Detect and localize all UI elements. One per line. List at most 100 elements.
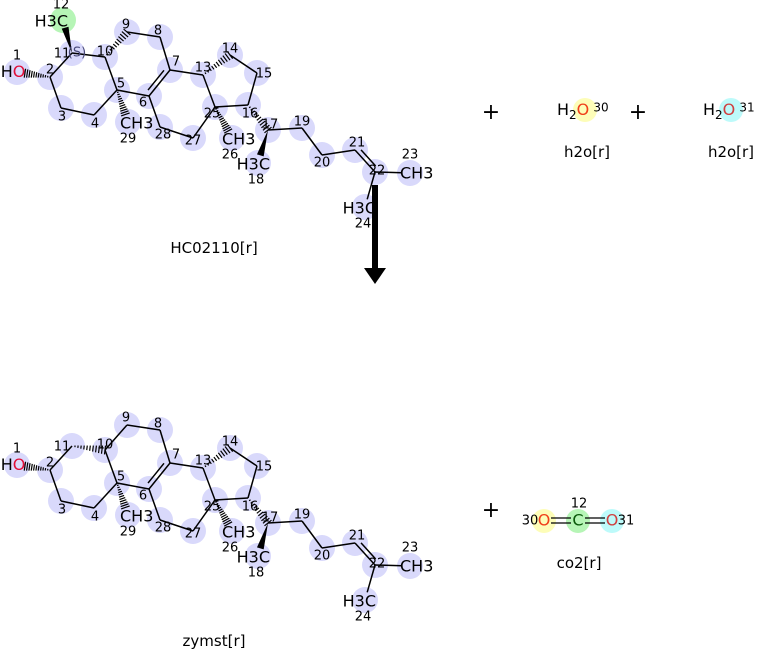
atom-highlight	[245, 543, 271, 569]
double-bond-line	[147, 69, 165, 91]
product-co2: O C O 30 12 31 co2[r]	[522, 497, 635, 573]
atom-symbol: O	[577, 100, 590, 119]
atom-number: 15	[256, 460, 273, 475]
single-bond	[104, 424, 128, 451]
atom-number: 25	[204, 500, 221, 515]
atom-highlight	[4, 59, 30, 85]
atom-number: 15	[256, 67, 273, 82]
atom-symbol: H	[557, 100, 569, 119]
single-bond	[93, 89, 118, 116]
double-bond-line	[360, 149, 377, 167]
atom-number: 10	[97, 438, 114, 453]
atom-highlight	[219, 518, 245, 544]
single-bond	[71, 52, 106, 58]
atom-number: 21	[349, 529, 366, 544]
product-name-zymst: zymst[r]	[183, 632, 246, 650]
methyl-group: H3C	[35, 12, 68, 31]
solid-wedge-bond	[256, 523, 268, 550]
atom-number: 20	[314, 156, 331, 171]
atom-number: 6	[139, 96, 147, 111]
single-bond	[354, 542, 376, 566]
single-bond	[267, 520, 303, 524]
single-bond	[148, 462, 171, 490]
single-bond	[116, 89, 150, 97]
atom-number: 14	[222, 435, 239, 450]
atom-number: 30	[593, 101, 608, 115]
single-bond	[49, 76, 62, 109]
atom-number: 5	[117, 470, 125, 485]
double-bond-line	[147, 462, 165, 484]
atom-highlight	[566, 509, 590, 533]
single-bond	[104, 56, 118, 91]
atom-number: 23	[402, 148, 419, 163]
single-bond	[159, 429, 171, 464]
reactant-name-h2o: h2o[r]	[564, 143, 610, 161]
hashed-wedge-bond	[116, 91, 130, 117]
atom-highlight	[352, 587, 378, 613]
hashed-wedge-bond	[204, 444, 234, 468]
methyl-group: H3C	[237, 155, 270, 174]
atom-number: 17	[262, 511, 279, 526]
water-formula: H2O	[557, 100, 589, 122]
atom-number: 13	[195, 454, 212, 469]
plus-sign: +	[482, 100, 500, 125]
carbon-atom: C	[572, 511, 583, 530]
single-bond	[366, 564, 376, 593]
single-bond	[169, 462, 204, 469]
atom-number: 29	[120, 132, 137, 147]
single-bond	[202, 467, 216, 501]
atom-number: 17	[262, 118, 279, 133]
single-bond	[247, 72, 258, 106]
atom-number: 6	[139, 489, 147, 504]
atom-number: 25	[204, 107, 221, 122]
atom-highlight	[245, 150, 271, 176]
single-bond	[354, 149, 376, 173]
oxygen-atom: O	[606, 511, 619, 530]
single-bond	[229, 447, 258, 467]
reactant-name-hc02110: HC02110[r]	[170, 239, 257, 257]
atom-number: 20	[314, 549, 331, 564]
atom-number: 24	[355, 217, 372, 232]
atom-number: 28	[155, 521, 172, 536]
single-bond	[60, 107, 95, 116]
atom-number: 16	[242, 500, 259, 515]
reactant-name-h2o: h2o[r]	[708, 143, 754, 161]
plus-sign: +	[482, 498, 500, 523]
atom-highlight	[50, 7, 76, 33]
atom-highlight	[397, 160, 423, 186]
atom-symbol: O	[13, 455, 26, 474]
subscript: 2	[569, 108, 577, 122]
hydroxyl-group: HO	[1, 62, 26, 81]
reactant-water-2: H2O 31 h2o[r]	[703, 98, 755, 161]
atom-number: 8	[154, 24, 162, 39]
atom-symbol: H	[1, 62, 13, 81]
single-bond	[366, 171, 376, 200]
double-bond	[551, 517, 605, 524]
single-bond	[159, 519, 194, 532]
stereo-label: (S)	[68, 46, 86, 61]
solid-wedge-bond	[256, 130, 268, 157]
atom-number: 19	[294, 508, 311, 523]
single-bond	[169, 69, 204, 76]
bonds	[23, 26, 403, 200]
atom-number: 10	[97, 45, 114, 60]
atom-number: 3	[58, 503, 66, 518]
atom-symbol: O	[723, 100, 736, 119]
atom-number: 31	[739, 101, 754, 115]
atom-number: 18	[248, 173, 265, 188]
single-bond	[192, 499, 216, 532]
atom-number: 27	[185, 527, 202, 542]
single-bond	[247, 465, 258, 499]
single-bond	[159, 36, 171, 71]
single-bond	[148, 488, 161, 521]
hashed-wedge-bond	[248, 499, 272, 527]
single-bond	[301, 520, 323, 549]
product-name-co2: co2[r]	[557, 554, 602, 572]
single-bond	[267, 127, 303, 131]
hashed-wedge-bond	[116, 484, 130, 510]
single-bond	[60, 500, 95, 509]
hydroxyl-group: HO	[1, 455, 26, 474]
atom-number: 13	[195, 61, 212, 76]
